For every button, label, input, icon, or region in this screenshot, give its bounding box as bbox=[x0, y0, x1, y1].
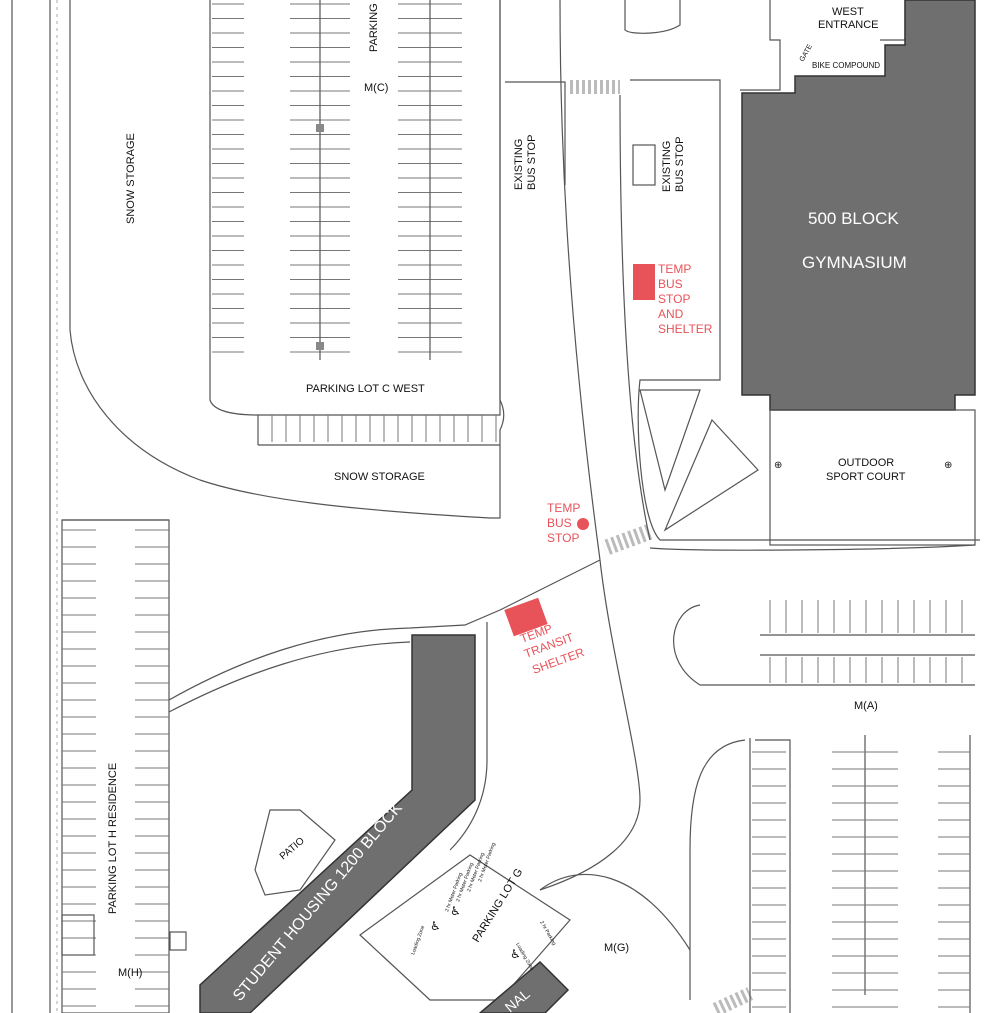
parking-top-label: PARKING bbox=[368, 3, 380, 52]
svg-text:⊕: ⊕ bbox=[774, 460, 782, 471]
meter-g-label: M(G) bbox=[604, 942, 629, 954]
meter-c-label: M(C) bbox=[364, 82, 388, 94]
west-entrance-label-2: ENTRANCE bbox=[818, 19, 879, 31]
crosswalks bbox=[570, 80, 754, 1013]
existing-bus-stop-left-2: BUS STOP bbox=[526, 135, 538, 190]
temp-label-line: BUS bbox=[658, 277, 683, 291]
parking-lot-c-west[interactable] bbox=[209, 0, 501, 446]
svg-text:♿: ♿ bbox=[450, 904, 461, 918]
temp-bus-stop-shelter-label: TEMP BUS STOP AND SHELTER bbox=[658, 262, 713, 336]
parking-lot-c-west-label: PARKING LOT C WEST bbox=[306, 383, 425, 395]
temp-bus-stop-shelter-marker[interactable] bbox=[633, 264, 655, 300]
temp-label-line: STOP bbox=[658, 292, 690, 306]
temp-label-line: BUS bbox=[547, 516, 572, 530]
existing-bus-stop-right-1: EXISTING bbox=[661, 141, 673, 192]
road-edge bbox=[505, 81, 566, 185]
snow-storage-left-label: SNOW STORAGE bbox=[125, 133, 137, 224]
outdoor-court-label-2: SPORT COURT bbox=[826, 471, 906, 483]
snow-storage-area bbox=[69, 0, 505, 519]
lot-g-left-label: Loading Zone bbox=[410, 925, 426, 956]
parking-lot-h-label: PARKING LOT H RESIDENCE bbox=[107, 763, 119, 914]
meter-a-label: M(A) bbox=[854, 700, 878, 712]
landscape-triangle-1 bbox=[639, 389, 701, 493]
student-housing-label: STUDENT HOUSING 1200 BLOCK bbox=[230, 799, 406, 1004]
temp-label-line: AND bbox=[658, 307, 684, 321]
temp-bus-stop-marker[interactable] bbox=[577, 518, 589, 530]
svg-text:♿: ♿ bbox=[430, 919, 441, 933]
svg-text:♿: ♿ bbox=[510, 947, 521, 961]
temp-transit-shelter-label: TEMP TRANSIT SHELTER bbox=[518, 621, 586, 677]
bike-compound-label: BIKE COMPOUND bbox=[812, 61, 880, 70]
svg-text:⊕: ⊕ bbox=[944, 460, 952, 471]
bus-loop-island bbox=[630, 79, 980, 541]
temp-transit-shelter-marker[interactable] bbox=[504, 597, 548, 637]
existing-bus-stop-right-2: BUS STOP bbox=[674, 137, 686, 192]
patio-label: PATIO bbox=[278, 835, 307, 862]
west-entrance-label-1: WEST bbox=[832, 6, 864, 18]
boundary-lines bbox=[11, 0, 58, 1013]
gymnasium-label-2: GYMNASIUM bbox=[802, 253, 907, 272]
temp-label-line: TEMP bbox=[547, 501, 580, 515]
student-housing-building bbox=[199, 634, 476, 1013]
outdoor-sport-court[interactable]: ⊕ ⊕ bbox=[769, 409, 976, 546]
terminal-building-fragment bbox=[478, 960, 570, 1013]
patio-outline bbox=[254, 809, 336, 896]
landscape-triangle-2 bbox=[663, 418, 759, 532]
lot-g-right-label: 2 hr Parking bbox=[538, 920, 557, 947]
gymnasium-building bbox=[741, 0, 976, 411]
temp-bus-stop-label: TEMP BUS STOP bbox=[547, 501, 580, 545]
meter-h-label: M(H) bbox=[118, 967, 142, 979]
parking-lot-g[interactable] bbox=[359, 854, 691, 1001]
accessible-parking-icons: ♿ ♿ ♿ bbox=[430, 904, 521, 961]
snow-storage-bottom-label: SNOW STORAGE bbox=[334, 471, 425, 483]
temp-label-line: TEMP bbox=[658, 262, 691, 276]
existing-bus-stop-box bbox=[632, 144, 656, 186]
parking-lot-h[interactable] bbox=[61, 519, 187, 1013]
temp-label-line: STOP bbox=[547, 531, 579, 545]
outdoor-court-label-1: OUTDOOR bbox=[838, 457, 894, 469]
existing-bus-stop-left-1: EXISTING bbox=[513, 139, 525, 190]
lot-g-stall-labels: 2 hr Meter Parking 2 hr Meter Parking 2 … bbox=[410, 842, 557, 972]
parking-lot-a[interactable] bbox=[673, 600, 975, 1013]
gymnasium-label-1: 500 BLOCK bbox=[808, 209, 899, 228]
temp-label-line: SHELTER bbox=[658, 322, 713, 336]
